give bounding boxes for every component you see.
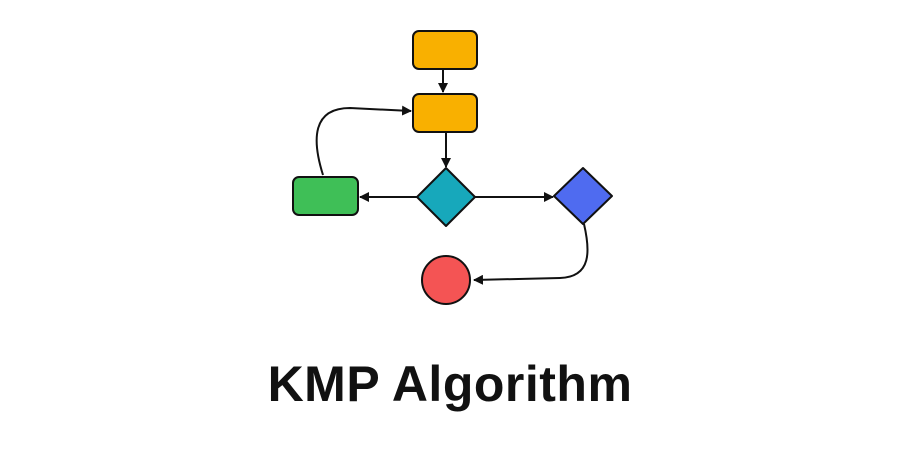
- green-process-box: [292, 176, 359, 216]
- decision-diamond-teal: [416, 167, 476, 227]
- end-circle: [421, 255, 471, 305]
- process-box-1: [412, 30, 478, 70]
- arrow-green-loop-to-box2: [315, 105, 412, 176]
- process-box-2: [412, 93, 478, 133]
- decision-diamond-blue: [553, 167, 613, 225]
- arrow-blue-to-circle: [473, 223, 589, 285]
- diagram-title: KMP Algorithm: [267, 356, 633, 412]
